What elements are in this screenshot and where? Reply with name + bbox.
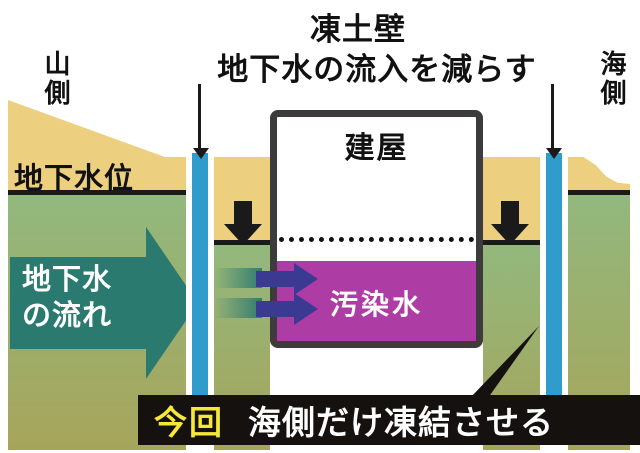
groundwater-flow-label-line1: 地下水 [22,264,113,296]
inflow-arrow-1-body [256,271,294,287]
water-level-drop-arrow-right-icon [491,224,529,245]
upstream-water-table-line [8,190,186,195]
sea-side-label: 海側 [597,50,627,108]
inflow-arrow-2-icon [294,293,318,325]
inflow-arrow-1-icon [294,263,318,295]
mountain-side-label: 山側 [41,50,71,108]
sea-side-ground-sand [568,157,630,190]
frozen-wall-mountain-side [192,153,208,396]
wall-pointer-arrow-right-line [551,84,554,148]
wall-pointer-arrow-left-icon [193,148,209,159]
groundwater-flow-label: 地下水 の流れ [22,262,112,335]
sea-side-water-table-line [568,190,630,195]
building-label: 建屋 [344,132,409,165]
water-level-drop-arrow-right-stem [501,201,519,224]
lowered-water-level-dotted-line [279,237,474,242]
seep-streak-1 [214,268,262,288]
announcement-banner: 今回 海側だけ凍結させる [138,395,640,445]
diagram-subtitle: 地下水の流入を減らす [217,52,537,87]
frozen-wall-sea-side [546,153,562,396]
wall-pointer-arrow-left-line [198,84,201,148]
banner-tag: 今回 [154,404,224,441]
groundwater-flow-label-line2: の流れ [22,300,113,333]
inflow-arrow-2-body [256,301,294,317]
groundwater-flow-arrow [10,257,146,349]
diagram-title: 凍土壁 [310,12,406,47]
water-table-label: 地下水位 [14,163,135,195]
seep-streak-2 [214,298,262,318]
water-level-drop-arrow-left-icon [224,224,262,245]
wall-pointer-arrow-right-icon [546,148,562,159]
water-level-drop-arrow-left-stem [234,201,252,224]
contaminated-water-label: 汚染水 [329,289,423,320]
callout-wedge-icon [470,326,539,398]
banner-message: 海側だけ凍結させる [248,404,554,441]
